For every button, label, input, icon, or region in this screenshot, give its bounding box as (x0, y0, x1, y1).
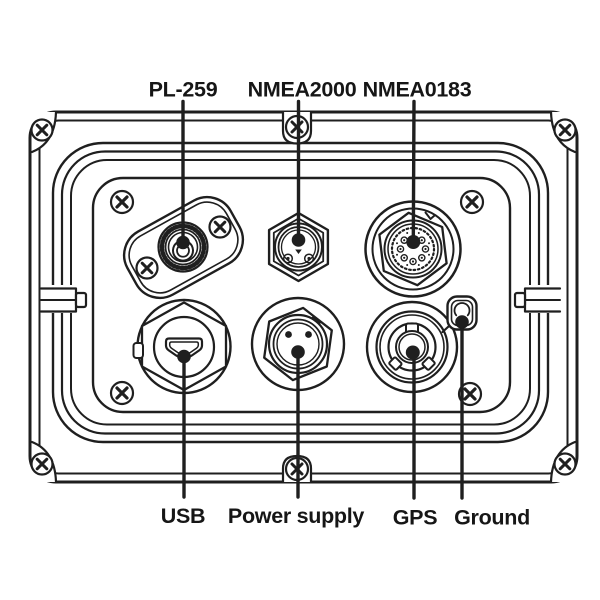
label-ground: Ground (454, 506, 530, 530)
label-gps: GPS (393, 506, 438, 530)
screw-icon (109, 380, 135, 406)
screw-icon (30, 452, 54, 476)
usb-side-tab (132, 342, 144, 359)
label-nmea0183: NMEA0183 (363, 78, 472, 102)
screw-icon (553, 118, 577, 142)
label-pl259: PL-259 (149, 78, 218, 102)
screw-icon (457, 381, 483, 407)
index-notch (424, 211, 436, 220)
leader-dot-gps (405, 345, 420, 360)
connector-nmea2000 (267, 211, 330, 283)
label-nmea2000: NMEA2000 (248, 78, 357, 102)
screw-icon (553, 452, 577, 476)
leader-dot-power (291, 345, 305, 359)
leader-dot-nmea2000 (291, 233, 306, 247)
label-usb: USB (161, 504, 206, 528)
index-notch (311, 316, 321, 325)
screw-icon (208, 215, 232, 239)
leader-dot-nmea0183 (406, 235, 421, 249)
nmea2000-pins (282, 249, 315, 264)
leader-dot-usb (177, 349, 191, 364)
bayonet-tab-left (388, 356, 403, 371)
screw-icon (135, 256, 159, 280)
connector-nmea0183 (364, 200, 462, 298)
label-power-supply: Power supply (228, 504, 365, 528)
leader-dot-ground (455, 315, 469, 329)
screw-icon (459, 189, 485, 215)
power-pins (285, 331, 312, 338)
leader-line-nmea0183 (411, 99, 416, 244)
bayonet-tab-right (421, 356, 436, 371)
screw-icon (109, 189, 135, 215)
screw-icon (30, 118, 54, 142)
side-tab-right (513, 285, 562, 313)
connector-power-supply (250, 296, 346, 392)
leader-dot-pl259 (176, 235, 190, 250)
connector-usb (132, 298, 232, 395)
side-tab-left (39, 285, 88, 313)
